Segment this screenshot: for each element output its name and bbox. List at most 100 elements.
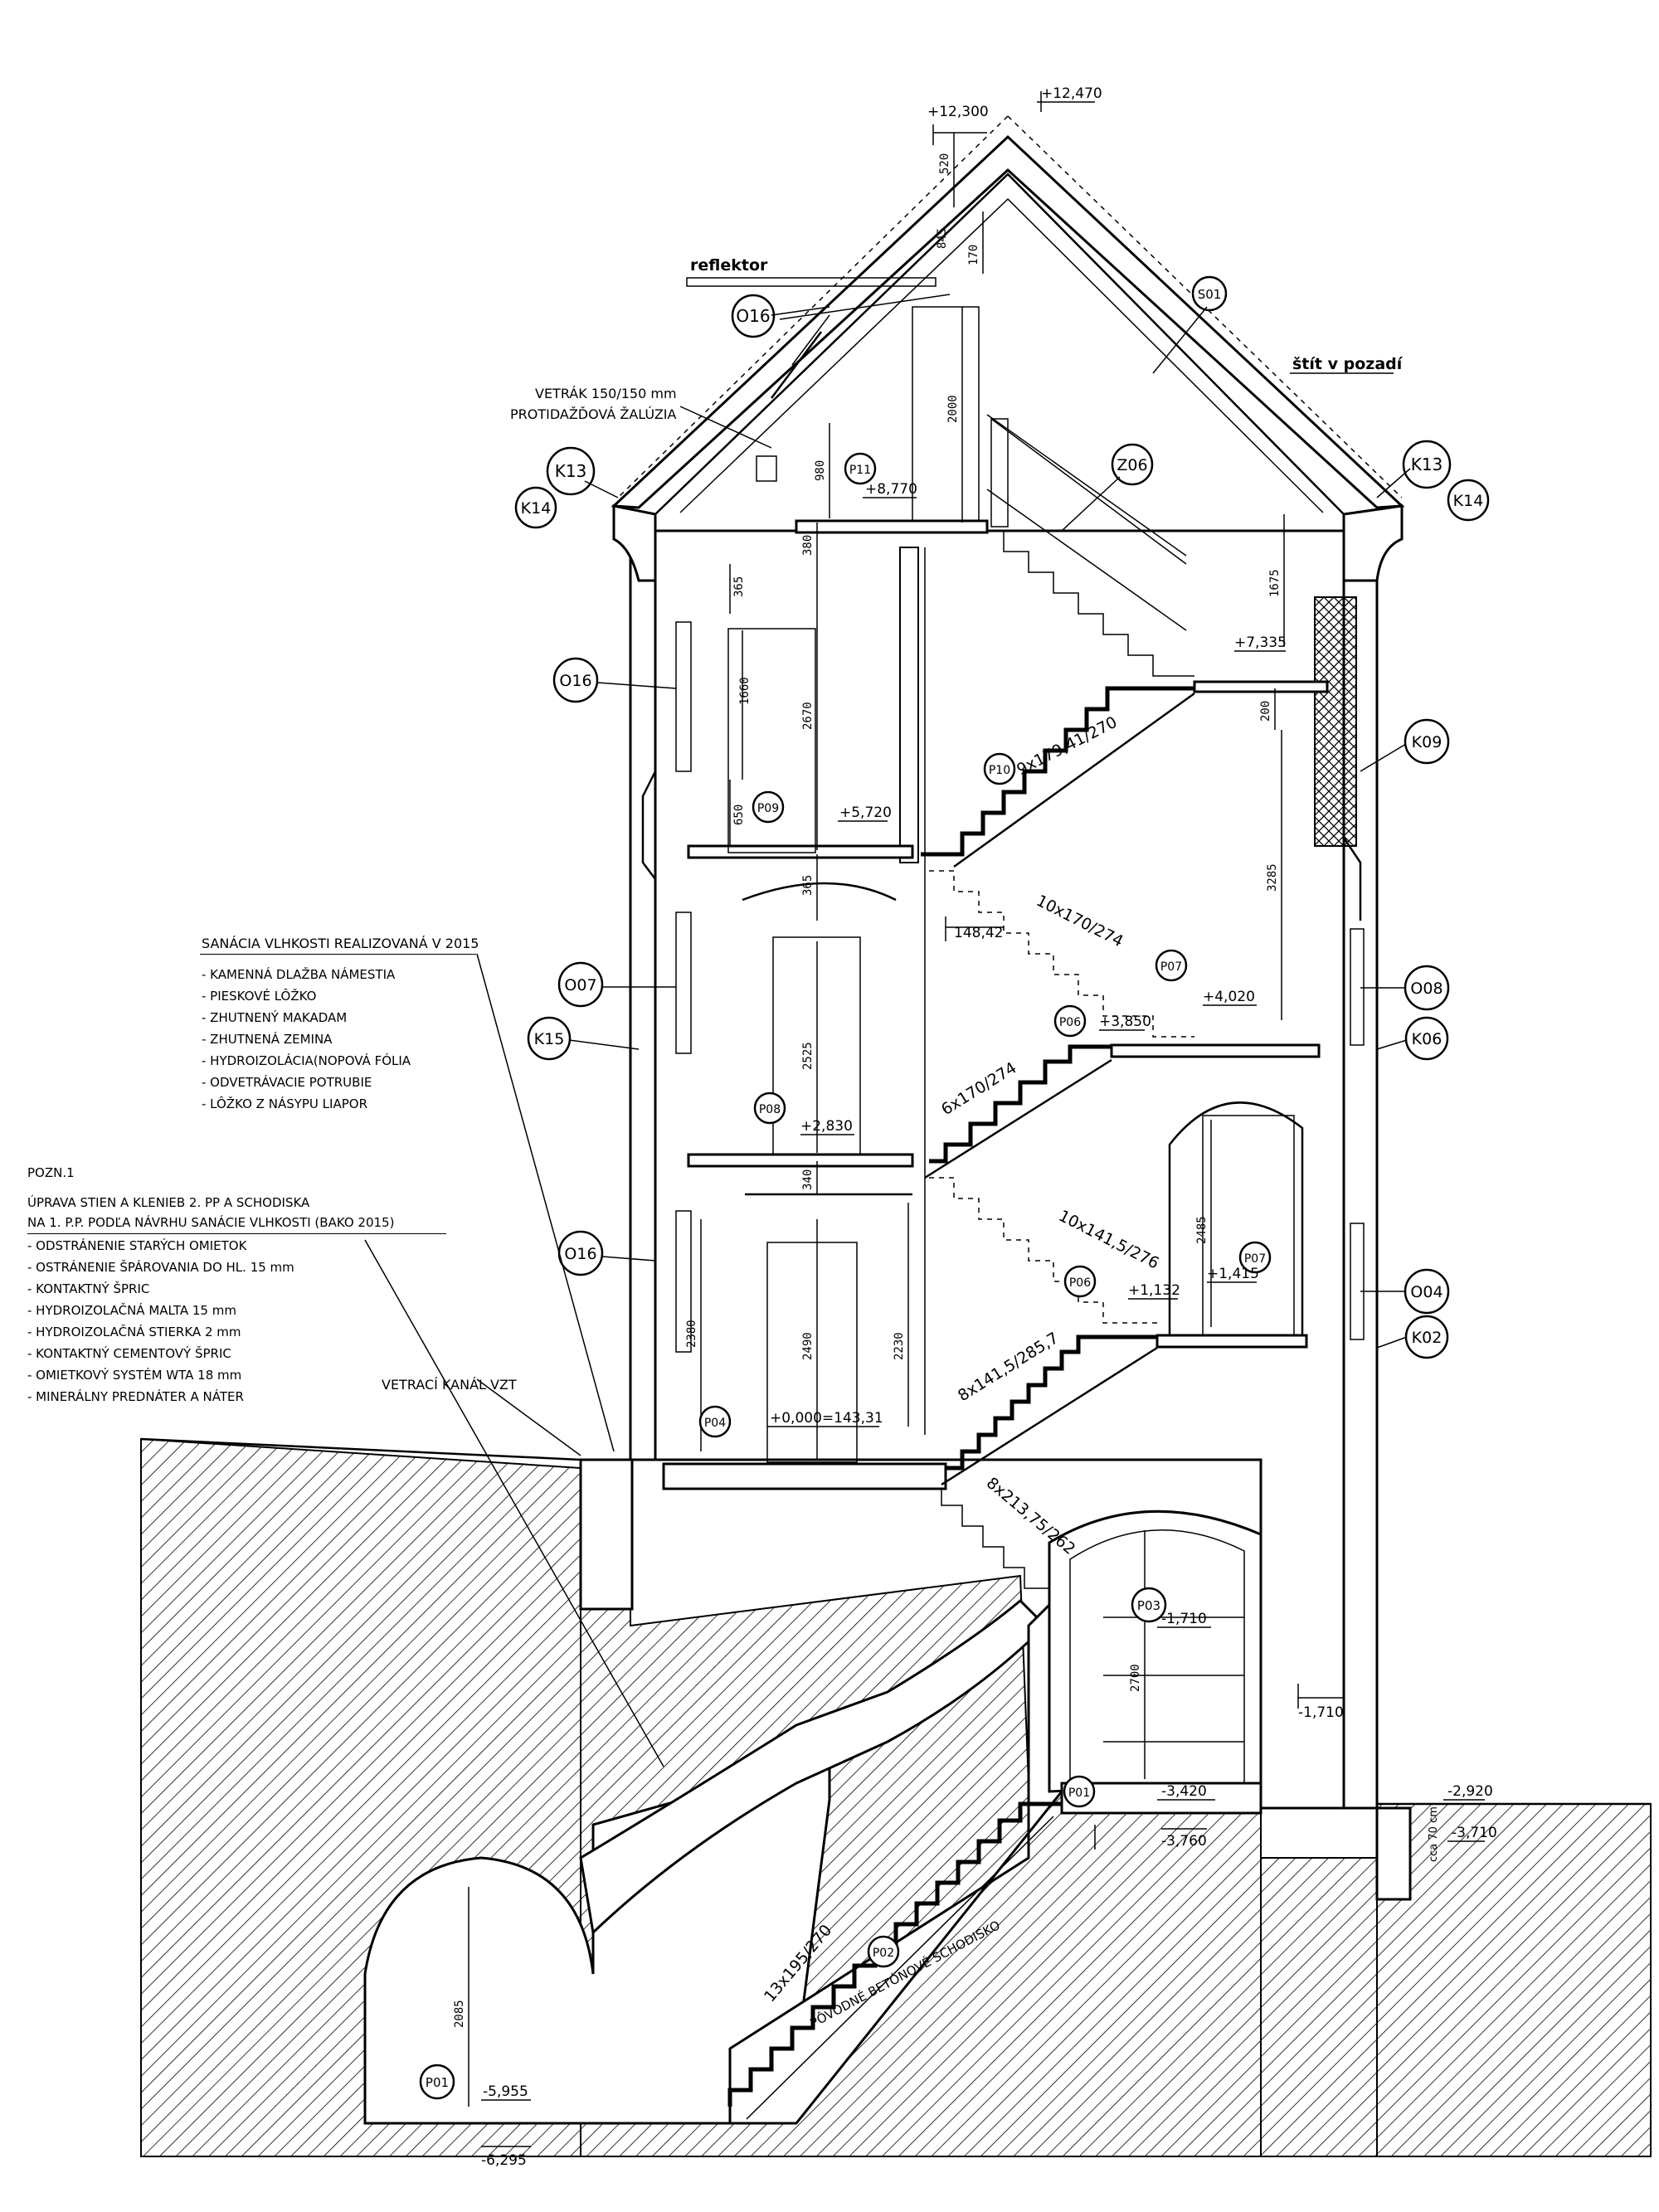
- svg-text:+12,470: +12,470: [1041, 85, 1102, 102]
- cellar-stair-steps: [921, 1484, 1049, 1589]
- door-1st: [766, 1242, 858, 1463]
- moisture-item: - PIESKOVÉ LÔŽKO: [202, 989, 317, 1004]
- svg-text:S01: S01: [1198, 287, 1222, 302]
- svg-text:845: 845: [936, 228, 949, 249]
- svg-text:P02: P02: [873, 1947, 894, 1960]
- stair-flight-1: [946, 1334, 1157, 1471]
- slab-1-landing: [1110, 1043, 1321, 1058]
- leader-lines: [364, 306, 1411, 1850]
- svg-text:365: 365: [801, 875, 815, 896]
- pozn-item: - OSTRÁNENIE ŠPÁROVANIA DO HL. 15 mm: [27, 1260, 294, 1275]
- window-left-3: [675, 621, 692, 772]
- pozn-item: - ODSTRÁNENIE STARÝCH OMIETOK: [27, 1238, 247, 1253]
- svg-text:P01: P01: [426, 2075, 449, 2090]
- ground-arch-opening: [1168, 1101, 1304, 1335]
- vent-label-1: VETRÁK 150/150 mm: [535, 386, 677, 401]
- reflector-label: reflektor: [690, 256, 768, 275]
- pozn-item: - HYDROIZOLAČNÁ MALTA 15 mm: [27, 1303, 236, 1318]
- window-right-2: [1350, 928, 1365, 1046]
- svg-text:2000: 2000: [946, 395, 960, 423]
- soil-right: [1376, 1803, 1652, 2157]
- vent-label-2: PROTIDAŽĎOVÁ ŽALÚZIA: [510, 406, 677, 422]
- dimension-lines: [468, 133, 1285, 2107]
- svg-text:2525: 2525: [801, 1042, 815, 1070]
- svg-text:K13: K13: [555, 461, 587, 481]
- svg-text:+12,300: +12,300: [927, 104, 989, 120]
- moisture-item: - HYDROIZOLÁCIA(NOPOVÁ FÓLIA: [202, 1053, 411, 1068]
- svg-text:340: 340: [801, 1169, 815, 1190]
- stair-flight-5: [921, 686, 1194, 857]
- svg-text:+0,000=143,31: +0,000=143,31: [770, 1410, 883, 1427]
- moisture-item: - ODVETRÁVACIE POTRUBIE: [202, 1075, 372, 1090]
- svg-text:1660: 1660: [738, 677, 752, 705]
- stair-flight-3: [929, 1044, 1112, 1164]
- attic-door: [912, 306, 980, 522]
- svg-text:P07: P07: [1244, 1252, 1266, 1266]
- svg-text:200: 200: [1259, 701, 1272, 722]
- svg-text:2490: 2490: [801, 1332, 815, 1360]
- window-left-1: [675, 1210, 692, 1353]
- svg-text:170: 170: [967, 245, 980, 265]
- level-markers: [481, 91, 1485, 2147]
- svg-text:P06: P06: [1059, 1016, 1081, 1029]
- svg-text:-6,295: -6,295: [481, 2152, 527, 2169]
- svg-text:O04: O04: [1410, 1283, 1443, 1301]
- pozn-item: - KONTAKTNÝ CEMENTOVÝ ŠPRIC: [27, 1346, 231, 1361]
- svg-text:+7,335: +7,335: [1234, 634, 1287, 651]
- svg-text:P04: P04: [704, 1417, 726, 1430]
- svg-text:-5,955: -5,955: [483, 2083, 528, 2100]
- svg-text:P11: P11: [849, 464, 871, 477]
- moisture-item: - ZHUTNENÁ ZEMINA: [202, 1032, 333, 1047]
- pozn-item: - OMIETKOVÝ SYSTÉM WTA 18 mm: [27, 1368, 242, 1383]
- svg-text:O16: O16: [559, 672, 591, 690]
- svg-text:O08: O08: [1410, 980, 1443, 998]
- svg-text:K14: K14: [521, 499, 552, 518]
- svg-text:K14: K14: [1453, 492, 1484, 510]
- lower-vault-tunnel: [363, 1757, 831, 2125]
- stone-cladding: [1314, 596, 1357, 847]
- cellar-vault: [1048, 1510, 1262, 1793]
- svg-text:P06: P06: [1069, 1276, 1091, 1290]
- svg-text:3285: 3285: [1266, 863, 1279, 892]
- cornice-left: [612, 504, 657, 582]
- svg-text:K13: K13: [1411, 455, 1443, 474]
- stair-flight-attic: [987, 530, 1194, 677]
- right-foundation: [1375, 1806, 1412, 1901]
- reflector-bar: [686, 277, 937, 287]
- svg-text:+2,830: +2,830: [800, 1118, 853, 1135]
- svg-text:cca 70 cm: cca 70 cm: [1428, 1806, 1440, 1862]
- svg-text:K09: K09: [1412, 733, 1443, 751]
- svg-text:K06: K06: [1412, 1030, 1443, 1048]
- roof-outer: [611, 134, 1405, 509]
- dimension-labels: 520 845 170 2000 980 380 365 1660 2670 6…: [453, 153, 1282, 2028]
- svg-text:P03: P03: [1137, 1598, 1160, 1613]
- svg-text:P10: P10: [989, 764, 1010, 777]
- window-left-2: [675, 912, 692, 1054]
- left-foundation: [579, 1458, 634, 1611]
- svg-text:8x213,75/262: 8x213,75/262: [983, 1474, 1079, 1558]
- svg-text:520: 520: [938, 153, 951, 174]
- slab-2: [687, 1153, 914, 1168]
- stair-flight-2: [929, 1177, 1157, 1324]
- svg-text:2485: 2485: [1195, 1216, 1209, 1244]
- slab-ground-landing: [1155, 1334, 1308, 1349]
- slab-3: [687, 844, 914, 859]
- left-outer-wall: [629, 529, 657, 1461]
- slab-attic: [795, 519, 989, 534]
- pozn-title-2: NA 1. P.P. PODĽA NÁVRHU SANÁCIE VLHKOSTI…: [27, 1215, 395, 1230]
- tag-labels: O16 S01 K13 K13 K14 K14 Z06 P11 O16 K09 …: [426, 287, 1483, 2090]
- svg-text:O16: O16: [564, 1245, 596, 1263]
- svg-text:Z06: Z06: [1117, 456, 1147, 474]
- pozn-item: - MINERÁLNY PREDNÁTER A NÁTER: [27, 1389, 244, 1404]
- svg-text:+8,770: +8,770: [865, 481, 917, 498]
- vzt-channel-label: VETRACÍ KANÁL VZT: [382, 1377, 517, 1393]
- svg-text:650: 650: [732, 805, 746, 825]
- svg-text:P08: P08: [759, 1103, 781, 1116]
- moisture-item: - LÔŽKO Z NÁSYPU LIAPOR: [202, 1096, 367, 1111]
- svg-text:2670: 2670: [801, 702, 815, 730]
- svg-text:2230: 2230: [893, 1332, 906, 1360]
- svg-text:P09: P09: [757, 802, 779, 815]
- element-tags: [419, 275, 1490, 2100]
- svg-text:K02: K02: [1412, 1329, 1443, 1347]
